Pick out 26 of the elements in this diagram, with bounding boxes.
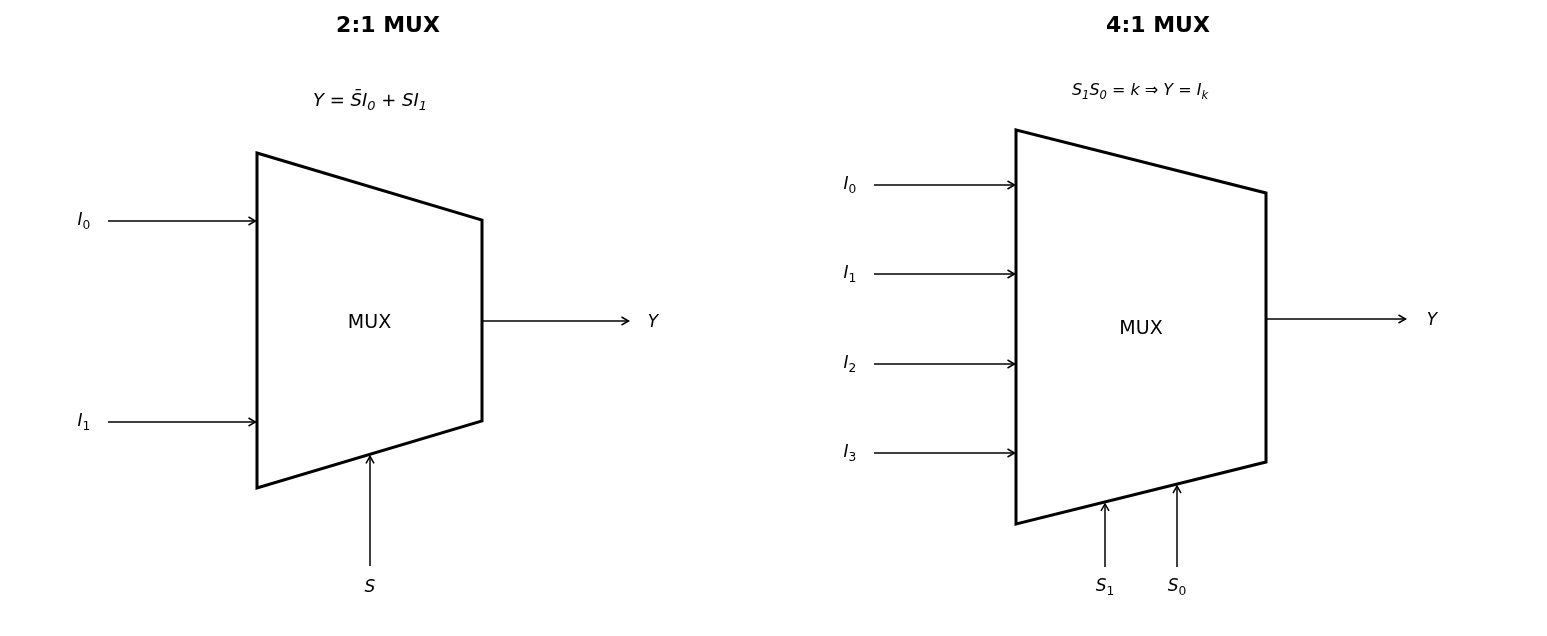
signal-label: S$_{1}$ (1095, 575, 1115, 599)
signal-label: I$_{0}$ (77, 209, 91, 233)
signal-label: Y (1426, 309, 1438, 329)
signal-label: S (364, 576, 376, 596)
formula: Y = S̄I$_{0}$ + SI$_{1}$ (313, 88, 427, 114)
arrow (873, 269, 1016, 279)
arrow (107, 417, 257, 427)
block-label: MUX (1119, 316, 1163, 338)
arrow (873, 359, 1016, 369)
signal-label: I$_{3}$ (843, 441, 857, 465)
signal-label: I$_{0}$ (843, 173, 857, 197)
signal-label: S$_{0}$ (1167, 575, 1187, 599)
signal-label: I$_{1}$ (843, 262, 857, 286)
arrow (1172, 485, 1182, 568)
signal-label: I$_{2}$ (843, 352, 857, 376)
panel-heading: 4:1 MUX (1106, 11, 1210, 37)
block-label: MUX (347, 309, 392, 332)
arrow (365, 455, 375, 567)
signal-label: Y (647, 311, 659, 331)
arrow (873, 448, 1016, 458)
signal-label: I$_{1}$ (77, 410, 91, 434)
arrow (1100, 503, 1110, 568)
arrow (107, 216, 257, 226)
panel-heading: 2:1 MUX (336, 11, 440, 37)
arrow (873, 180, 1016, 190)
formula: S$_{1}$S$_{0}$ = k ⇒ Y = I$_{k}$ (1071, 79, 1209, 103)
